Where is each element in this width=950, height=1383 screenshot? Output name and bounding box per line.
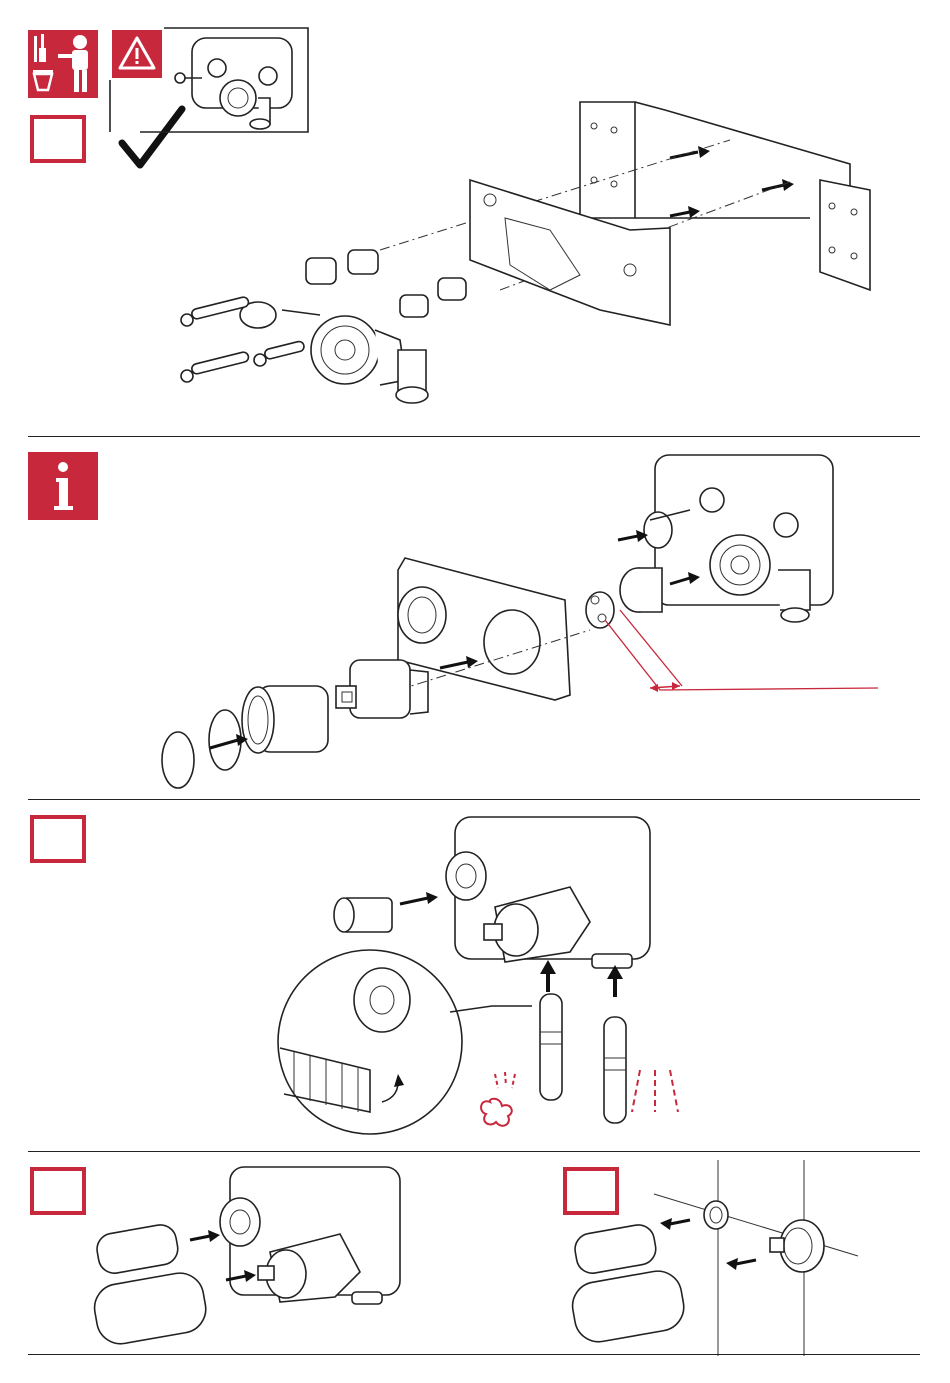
- exploded-mounting-diagram: [170, 100, 880, 420]
- plugs-insert-diagram: [90, 1162, 410, 1352]
- info-icon: [28, 452, 98, 520]
- section-divider: [28, 799, 920, 800]
- pipe-connection-diagram: [270, 812, 680, 1137]
- section-divider: [28, 1354, 920, 1355]
- section-divider: [28, 1151, 920, 1152]
- tools-installer-icon: [28, 30, 98, 98]
- wall-finish-diagram: [568, 1160, 868, 1356]
- step-number-box: [30, 115, 86, 163]
- section-divider: [28, 436, 920, 437]
- cartridge-exploded-diagram: [150, 450, 890, 790]
- step-number-box: [30, 1167, 86, 1215]
- step-number-box: [30, 815, 86, 863]
